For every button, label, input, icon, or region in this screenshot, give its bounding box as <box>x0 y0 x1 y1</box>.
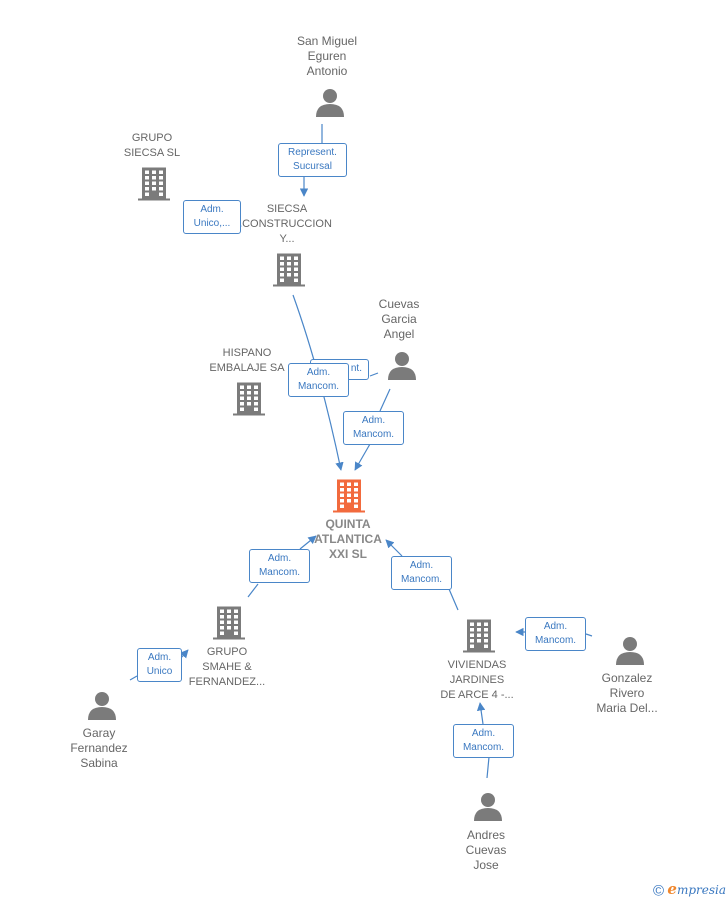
node-label-andres-cuevas[interactable]: Andres Cuevas Jose <box>426 828 546 873</box>
node-label-line: GRUPO <box>206 646 248 658</box>
node-label-line: Cuevas <box>378 297 420 311</box>
node-label-line: FERNANDEZ... <box>188 676 266 688</box>
node-label-line: Garcia <box>381 312 417 326</box>
node-label-line: DE ARCE 4 -... <box>440 689 514 701</box>
edge-label-line: nt. <box>350 363 362 374</box>
node-label-line: VIVIENDAS <box>447 659 507 671</box>
node-label-line: QUINTA <box>325 517 371 531</box>
edge-label-line: Mancom. <box>352 429 395 440</box>
node-label-viviendas-jardines[interactable]: VIVIENDAS JARDINES DE ARCE 4 -... <box>417 658 537 703</box>
edge-label-line: Mancom. <box>462 742 505 753</box>
node-label-garay-fernandez[interactable]: Garay Fernandez Sabina <box>39 726 159 771</box>
person-icon-andres-cuevas[interactable] <box>474 793 502 821</box>
edge-label-line: Mancom. <box>400 574 443 585</box>
edge-line-gonzalez_rivero-viviendas_jardines <box>516 632 593 636</box>
icons-layer <box>88 89 644 821</box>
node-label-line: GRUPO <box>131 132 173 144</box>
edge-line-san_miguel-siecsa_construccion <box>304 124 323 196</box>
edge-line-andres_cuevas-viviendas_jardines <box>480 703 490 779</box>
building-icon-viviendas-jardines[interactable] <box>463 619 495 653</box>
node-label-line: Fernandez <box>70 741 128 755</box>
node-label-line: CONSTRUCCION <box>242 218 332 230</box>
node-label-line: SIECSA <box>266 203 308 215</box>
node-label-line: Rivero <box>609 686 645 700</box>
person-icon-san-miguel[interactable] <box>316 89 344 117</box>
node-label-line: JARDINES <box>449 674 505 686</box>
edge-label-adm-mancom-gonzalez[interactable]: Adm. Mancom. <box>525 617 586 651</box>
edge-line-grupo_smahe-quinta_atlantica <box>247 536 316 598</box>
node-label-line: SIECSA SL <box>123 147 181 159</box>
node-label-line: Andres <box>466 828 506 842</box>
edge-label-adm-unico-garay[interactable]: Adm. Unico <box>137 648 182 682</box>
edge-line-cuevas_garcia-quinta_atlantica <box>355 388 391 470</box>
edge-label-line: Mancom. <box>297 381 340 392</box>
node-label-siecsa-construccion[interactable]: SIECSA CONSTRUCCION Y... <box>227 202 347 247</box>
node-label-line: Antonio <box>306 64 348 78</box>
node-label-line: SMAHE & <box>202 661 252 673</box>
node-label-line: Jose <box>473 858 499 872</box>
edge-label-line: Adm. <box>200 204 224 215</box>
node-label-grupo-siecsa[interactable]: GRUPO SIECSA SL <box>92 131 212 161</box>
edge-label-adm-mancom-cuevas-quinta[interactable]: Adm. Mancom. <box>343 411 404 445</box>
edge-label-line: Adm. <box>409 560 434 571</box>
node-label-line: Y... <box>279 233 295 245</box>
brand-initial: e <box>667 879 677 898</box>
node-label-line: Gonzalez <box>601 671 653 685</box>
node-label-san-miguel[interactable]: San Miguel Eguren Antonio <box>267 34 387 79</box>
building-icon-quinta-atlantica[interactable] <box>333 479 365 513</box>
building-icon-grupo-smahe[interactable] <box>213 606 245 640</box>
node-label-line: Maria Del... <box>596 701 658 715</box>
edge-label-line: Represent. <box>288 147 337 158</box>
edge-label-line: Adm. <box>543 621 568 632</box>
footer-brand[interactable]: © empresia <box>653 880 726 899</box>
building-icon-grupo-siecsa[interactable] <box>138 167 170 201</box>
node-label-line: Sabina <box>80 756 118 770</box>
node-label-line: Garay <box>82 726 116 740</box>
building-icon-siecsa-construccion[interactable] <box>273 253 305 287</box>
edge-label-line: Sucursal <box>293 161 332 172</box>
node-label-grupo-smahe[interactable]: GRUPO SMAHE & FERNANDEZ... <box>167 645 287 690</box>
building-icon-hispano-embalaje[interactable] <box>233 382 265 416</box>
edge-label-line: Unico <box>146 666 173 677</box>
edge-label-represent-sucursal[interactable]: Represent. Sucursal <box>278 143 347 177</box>
edge-label-adm-mancom-siecsa-quinta[interactable]: Adm. Mancom. <box>288 363 349 397</box>
edge-label-adm-unico-siecsa[interactable]: Adm. Unico,... <box>183 200 241 234</box>
brand-name: mpresia <box>676 882 726 897</box>
copyright-symbol: © <box>652 882 665 899</box>
edge-label-line: Unico,... <box>193 218 231 229</box>
edge-label-adm-mancom-viviendas-quinta[interactable]: Adm. Mancom. <box>391 556 452 590</box>
node-label-line: ATLANTICA <box>314 532 382 546</box>
edge-label-line: Mancom. <box>534 635 577 646</box>
node-label-line: Eguren <box>307 49 347 63</box>
edge-label-line: Adm. <box>471 728 496 739</box>
edge-label-adm-mancom-andres[interactable]: Adm. Mancom. <box>453 724 514 758</box>
person-icon-garay-fernandez[interactable] <box>88 692 116 720</box>
node-label-line: EMBALAJE SA <box>209 362 285 374</box>
node-label-gonzalez-rivero[interactable]: Gonzalez Rivero Maria Del... <box>567 671 687 716</box>
node-label-line: HISPANO <box>222 347 272 359</box>
node-label-line: XXI SL <box>328 547 367 561</box>
edge-label-line: Adm. <box>267 553 292 564</box>
edge-label-line: Mancom. <box>258 567 301 578</box>
node-label-line: Cuevas <box>465 843 507 857</box>
edge-label-line: Adm. <box>147 652 172 663</box>
node-label-line: San Miguel <box>296 34 358 48</box>
node-label-line: Angel <box>383 327 415 341</box>
node-label-hispano-embalaje[interactable]: HISPANO EMBALAJE SA <box>187 346 307 376</box>
edge-label-line: Adm. <box>361 415 386 426</box>
person-icon-cuevas-garcia[interactable] <box>388 352 416 380</box>
node-label-cuevas-garcia[interactable]: Cuevas Garcia Angel <box>339 297 459 342</box>
edge-line-viviendas_jardines-quinta_atlantica <box>386 540 459 611</box>
edge-label-adm-mancom-smahe-quinta[interactable]: Adm. Mancom. <box>249 549 310 583</box>
person-icon-gonzalez-rivero[interactable] <box>616 637 644 665</box>
edge-label-line: Adm. <box>306 367 331 378</box>
node-label-quinta-atlantica[interactable]: QUINTA ATLANTICA XXI SL <box>288 517 408 562</box>
